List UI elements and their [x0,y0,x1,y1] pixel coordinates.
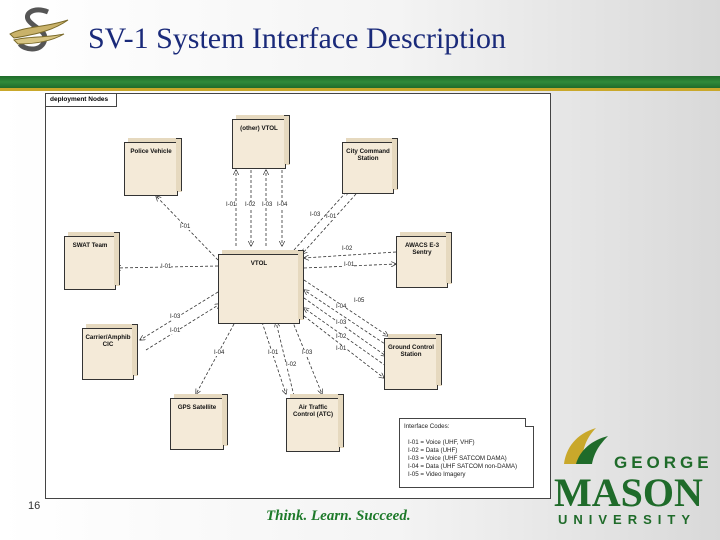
link-atc-1 [261,321,286,394]
link-label: I-01 [326,214,337,220]
link-label: I-03 [302,350,313,356]
node-ground-control-station[interactable]: Ground Control Station [384,334,442,390]
logo-mason: MASON [554,470,703,515]
deployment-diagram: deployment Nodes [45,93,551,499]
link-gps [196,323,235,394]
link-label: I-02 [336,334,347,340]
note-line: I-04 = Data (UHF SATCOM non-DAMA) [408,463,518,470]
node-vtol[interactable]: VTOL [218,250,304,324]
note-line: I-02 = Data (UHF) [408,447,458,454]
diagram-frame-label: deployment Nodes [46,94,118,107]
node-other-vtol[interactable]: (other) VTOL [232,115,290,169]
link-label: I-01 [226,202,237,208]
link-label: I-01 [344,262,355,268]
link-label: I-05 [354,298,365,304]
title-divider-accent [0,88,720,91]
link-label: I-02 [342,246,353,252]
slide-number: 16 [28,500,41,512]
note-line: I-01 = Voice (UHF, VHF) [408,439,475,446]
link-label: I-02 [245,202,256,208]
link-label: I-03 [336,320,347,326]
node-carrier-amphib-cic[interactable]: Carrier/Amphib CIC [82,324,138,380]
link-atc-3 [291,319,322,394]
node-awacs-e3-sentry[interactable]: AWACS E-3 Sentry [396,232,452,288]
link-ground-2 [304,290,389,347]
note-line: I-05 = Video Imagery [408,471,466,478]
link-label: I-01 [170,328,181,334]
link-carrier-2 [145,304,220,351]
george-mason-university-logo-icon: GEORGE MASON UNIVERSITY [554,428,712,527]
note-line: I-03 = Voice (UHF SATCOM DAMA) [408,455,507,462]
link-city-2 [302,193,357,254]
link-city-1 [293,190,348,251]
link-label: I-03 [170,314,181,320]
link-label: I-01 [336,346,347,352]
link-label: I-01 [268,350,279,356]
link-label: I-03 [310,212,321,218]
node-gps-satellite[interactable]: GPS Satellite [170,394,228,450]
logo-george: GEORGE [614,453,712,472]
link-label: I-01 [180,224,191,230]
link-awacs-1 [304,251,397,258]
slide-title: SV-1 System Interface Description [88,22,506,55]
link-label: I-04 [277,202,288,208]
link-label: I-02 [286,362,297,368]
logo-university: UNIVERSITY [558,512,696,527]
tagline: Think. Learn. Succeed. [266,508,411,524]
node-swat-team[interactable]: SWAT Team [64,232,120,290]
interface-codes-note: Interface Codes: I-01 = Voice (UHF, VHF)… [399,418,534,488]
gmu-eagle-logo-icon [9,7,69,52]
note-title: Interface Codes: [404,423,450,430]
node-air-traffic-control[interactable]: Air Traffic Control (ATC) [286,394,344,452]
title-divider-bar [0,76,720,88]
node-police-vehicle[interactable]: Police Vehicle [124,138,182,196]
link-label: I-03 [262,202,273,208]
link-atc-2 [276,322,295,397]
link-label: I-01 [161,264,172,270]
node-city-command-station[interactable]: City Command Station [342,138,398,194]
link-label: I-04 [214,350,225,356]
link-ground-3 [303,297,386,356]
link-label: I-04 [336,304,347,310]
